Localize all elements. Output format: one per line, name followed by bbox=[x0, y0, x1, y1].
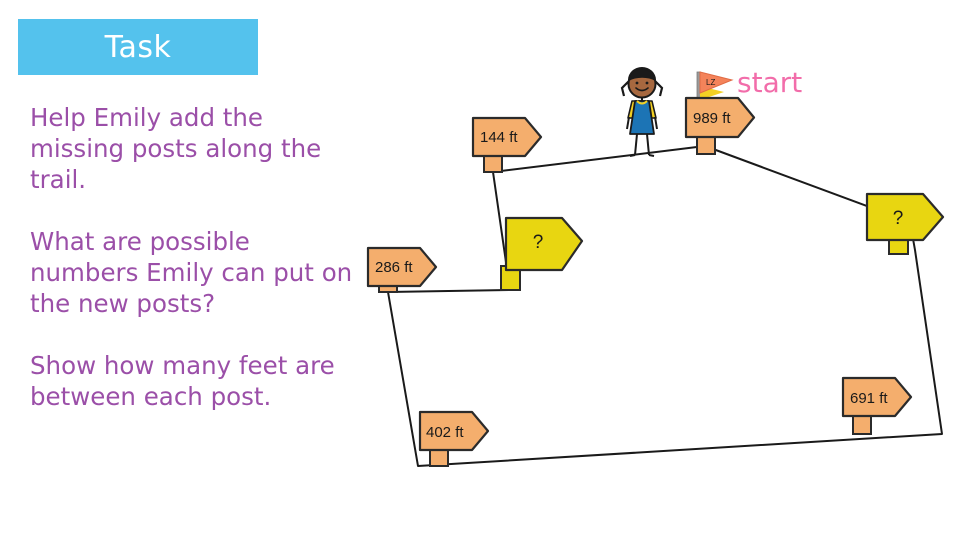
post-989[interactable]: 989 ft bbox=[684, 96, 756, 155]
post-691-label: 691 ft bbox=[850, 390, 888, 407]
post-q-left-label: ? bbox=[533, 232, 544, 253]
post-q-right-label: ? bbox=[893, 208, 904, 229]
trail-diagram: LZ 989 ft 144 ft ? 286 ft bbox=[360, 0, 960, 540]
emily-figure bbox=[620, 67, 664, 157]
start-label: start bbox=[737, 66, 803, 99]
task-banner: Task bbox=[18, 19, 258, 75]
task-banner-label: Task bbox=[104, 29, 172, 65]
task-paragraph-2: What are possible numbers Emily can put … bbox=[30, 227, 353, 318]
post-402[interactable]: 402 ft bbox=[418, 410, 490, 467]
flag-label: LZ bbox=[706, 78, 715, 87]
start-flag-icon: LZ bbox=[696, 71, 734, 107]
post-144[interactable]: 144 ft bbox=[471, 116, 543, 173]
post-286-label: 286 ft bbox=[375, 259, 413, 276]
task-paragraph-1: Help Emily add the missing posts along t… bbox=[30, 103, 322, 194]
task-paragraph-3: Show how many feet are between each post… bbox=[30, 351, 335, 411]
post-989-label: 989 ft bbox=[693, 110, 731, 127]
task-instructions: Help Emily add the missing posts along t… bbox=[30, 102, 360, 412]
post-691[interactable]: 691 ft bbox=[841, 376, 913, 435]
post-402-label: 402 ft bbox=[426, 424, 464, 441]
post-144-label: 144 ft bbox=[480, 129, 518, 146]
post-286[interactable]: 286 ft bbox=[366, 246, 438, 293]
post-q-right[interactable]: ? bbox=[865, 192, 945, 255]
post-q-left[interactable]: ? bbox=[500, 216, 584, 291]
